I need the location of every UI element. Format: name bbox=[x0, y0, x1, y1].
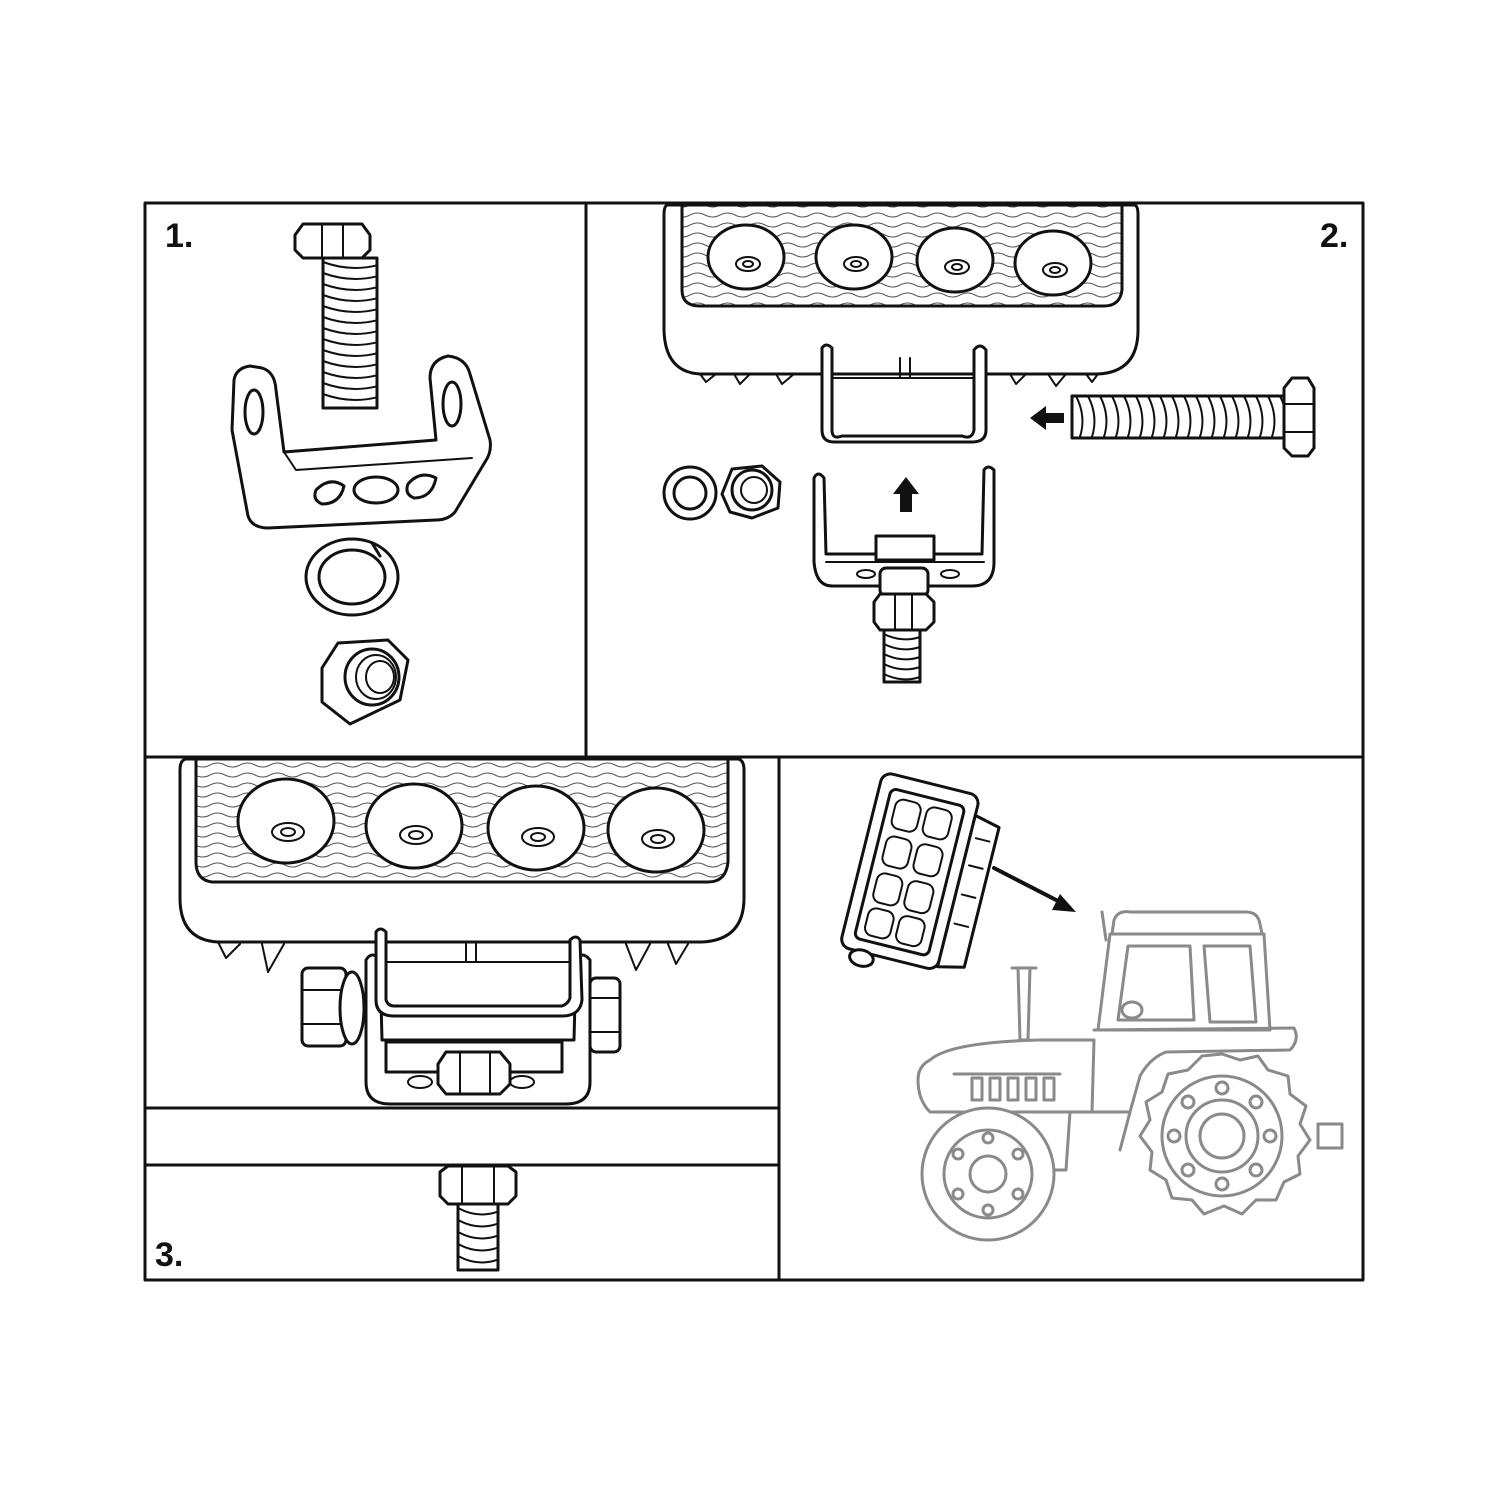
bracket-icon bbox=[364, 927, 592, 1106]
tractor-icon bbox=[916, 910, 1344, 1242]
spring-washer-icon bbox=[304, 537, 400, 617]
bolt-icon bbox=[1070, 376, 1316, 458]
hex-nut-icon bbox=[300, 966, 366, 1048]
work-light-icon bbox=[662, 203, 1140, 444]
arrow-icon bbox=[1030, 406, 1064, 430]
bolt-icon bbox=[438, 1164, 518, 1272]
spring-washer-icon bbox=[662, 465, 718, 521]
panel-1 bbox=[230, 222, 492, 726]
step-2-label: 2. bbox=[1320, 217, 1349, 255]
step-1-label: 1. bbox=[165, 217, 194, 255]
led-reflector-icon bbox=[706, 223, 1093, 297]
bolt-icon bbox=[293, 222, 379, 410]
hex-nut-icon bbox=[588, 976, 622, 1054]
work-light-icon bbox=[178, 757, 746, 973]
step-3-label: 3. bbox=[155, 1236, 184, 1274]
panel-2 bbox=[662, 203, 1316, 684]
panel-frames bbox=[143, 201, 1365, 1282]
hex-nut-icon bbox=[320, 638, 410, 726]
panel-3 bbox=[178, 757, 746, 1272]
work-light-icon bbox=[840, 772, 1001, 971]
led-reflector-icon bbox=[236, 777, 706, 874]
bracket-icon bbox=[812, 465, 996, 684]
arrow-icon bbox=[893, 477, 919, 512]
bracket-icon bbox=[230, 354, 492, 530]
arrow-icon bbox=[992, 866, 1076, 912]
rear-wheel bbox=[1138, 1052, 1312, 1216]
hex-nut-icon bbox=[720, 464, 782, 520]
front-wheel bbox=[920, 1106, 1056, 1242]
panel-4 bbox=[840, 772, 1344, 1242]
